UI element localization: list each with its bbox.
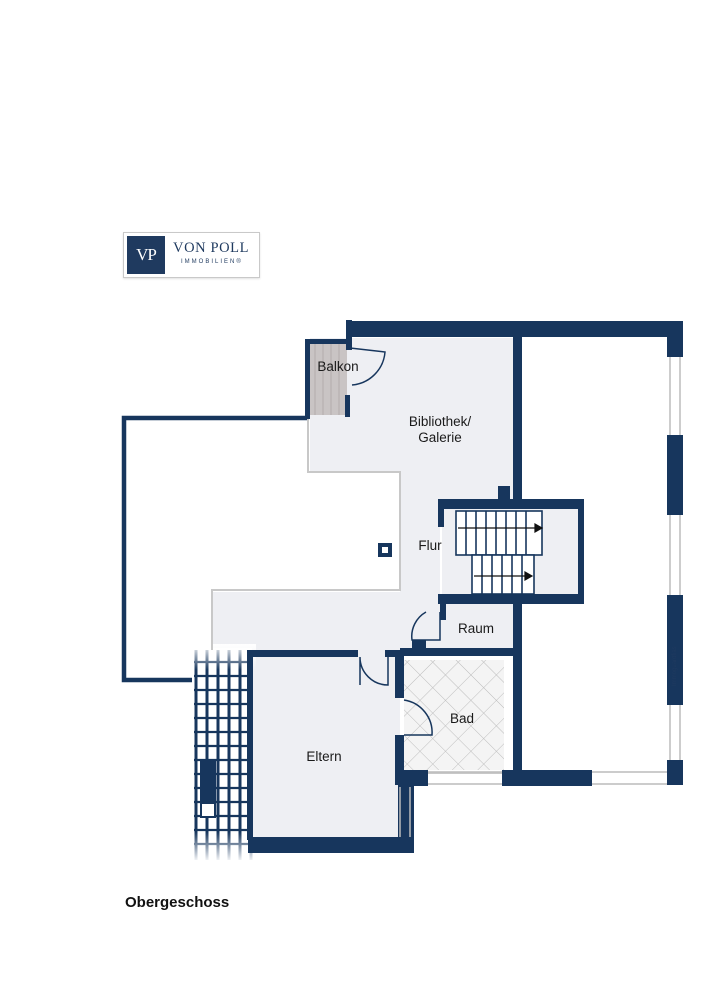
stair-arrows [458, 522, 544, 582]
staircase [455, 510, 543, 595]
von-poll-logo: VP VON POLL IMMOBILIEN® [123, 232, 260, 278]
outer-outline-left [121, 415, 307, 683]
room-label-balkon: Balkon [317, 359, 358, 374]
room-label-raum: Raum [458, 621, 494, 636]
floor-caption: Obergeschoss [125, 894, 230, 911]
room-label-bibliothek: Bibliothek/ [409, 414, 472, 429]
balcony-floor [307, 343, 347, 415]
door-swings [349, 347, 441, 736]
watermark-text: Immoguardfias [672, 646, 678, 686]
balcony-planks [314, 343, 340, 415]
room-label-eltern: Eltern [306, 749, 341, 764]
room-label-flur: Flur [418, 538, 442, 553]
room-label-galerie: Galerie [418, 430, 462, 445]
logo-mark: VP [127, 236, 165, 274]
logo-subtitle: IMMOBILIEN® [181, 259, 243, 265]
bathroom-tiles [404, 660, 504, 770]
windows [399, 357, 681, 837]
room-label-bad: Bad [450, 711, 474, 726]
logo-name: VON POLL [173, 240, 250, 256]
interior-floor [212, 338, 515, 838]
terrace-railing [188, 644, 256, 862]
